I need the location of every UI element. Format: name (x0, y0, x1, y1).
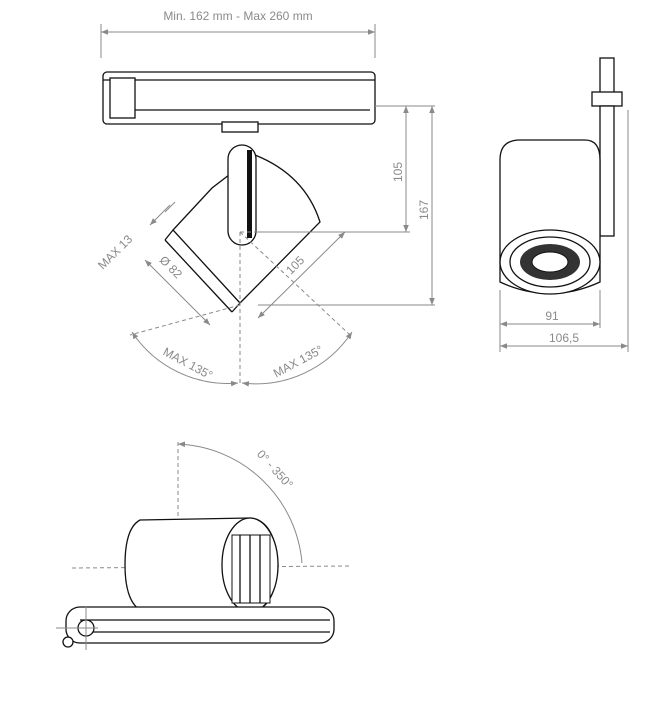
front-width-label: 91 (545, 309, 559, 323)
total-height-label: 167 (417, 200, 431, 220)
tilt-right-label: MAX 135° (271, 342, 326, 380)
head-height-label: 105 (391, 162, 405, 182)
width-range-dimension: Min. 162 mm - Max 260 mm (100, 9, 376, 58)
top-view: 0° - 350° (56, 441, 351, 650)
front-total-width-label: 106,5 (549, 331, 579, 345)
lens-offset-label: MAX 13 (95, 232, 135, 272)
side-view: 105 167 MAX 13 Ø 82 105 MAX 135° MAX 135… (95, 71, 435, 387)
head-length-label: 105 (283, 253, 307, 277)
width-range-label: Min. 162 mm - Max 260 mm (163, 9, 312, 23)
rotation-range-label: 0° - 350° (254, 447, 296, 491)
front-view: 91 106,5 (499, 57, 629, 352)
